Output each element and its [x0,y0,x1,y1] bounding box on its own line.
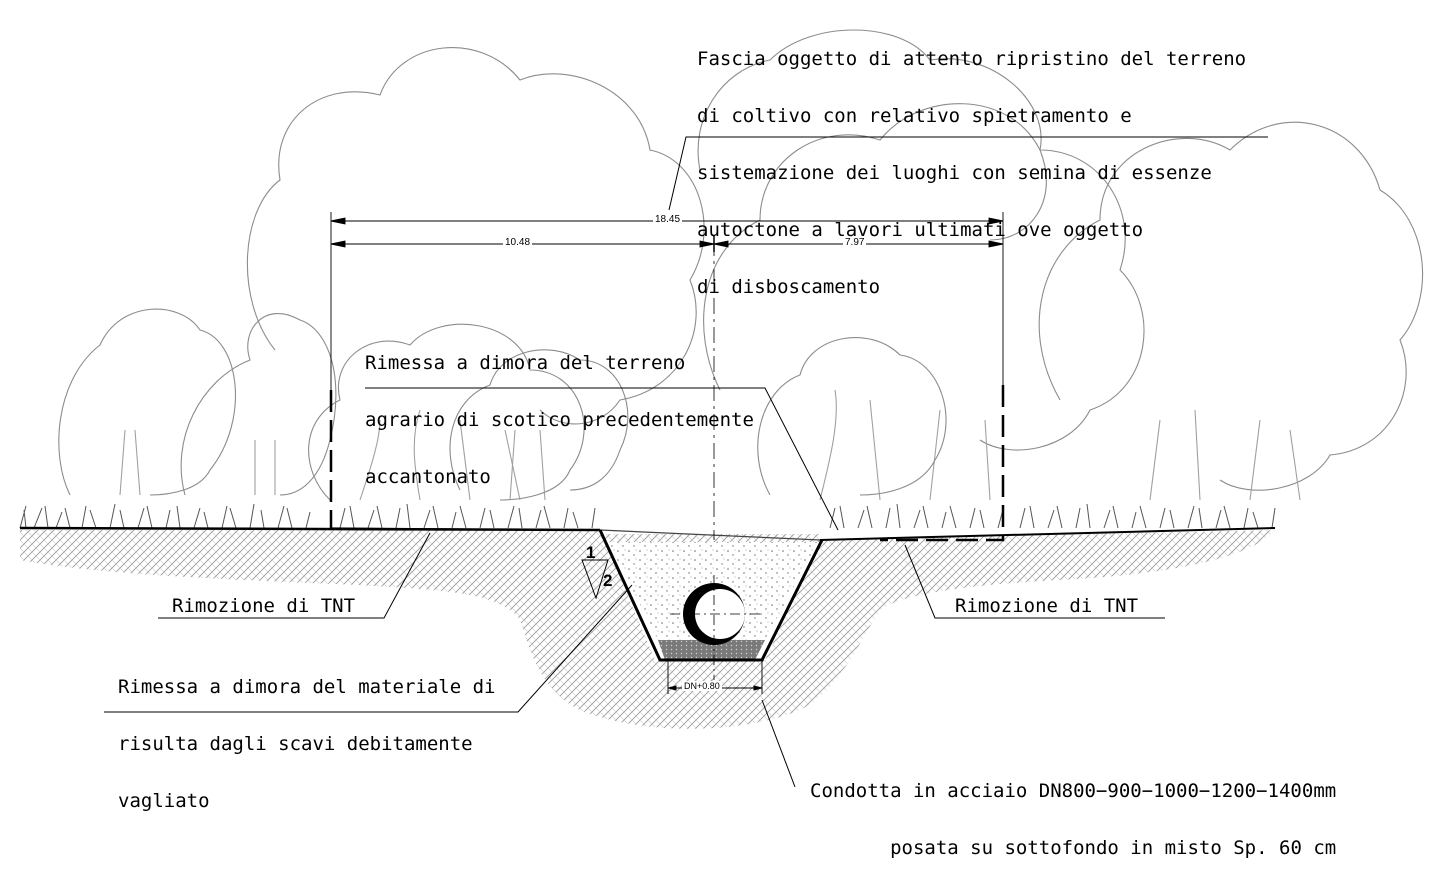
ground-line [19,526,1276,662]
note-fascia-line-2: di coltivo con relativo spietramento e [697,105,1132,127]
tree-top-big [697,29,1047,241]
note-fascia-line-5: di disboscamento [697,276,881,298]
note-rimessa-terreno-line-3: accantonato [365,466,491,488]
note-rimessa-materiale-line-3: vagliato [118,790,210,812]
leader-rimozione-left [158,532,431,619]
tree-right-mid [757,337,947,496]
leader-rimessa-terreno [365,387,839,531]
tree-big-left [246,47,705,425]
bedding-layer [658,640,765,660]
note-rimessa-terreno-line-1: Rimessa a dimora del terreno [365,352,686,374]
note-rimessa-terreno: Rimessa a dimora del terreno agrario di … [365,316,754,506]
note-fascia-line-1: Fascia oggetto di attento ripristino del… [697,48,1247,70]
note-rimessa-materiale: Rimessa a dimora del materiale di risult… [118,640,496,830]
dim-right-label: 7.97 [843,237,867,248]
note-fascia-line-3: sistemazione dei luoghi con semina di es… [697,162,1212,184]
tree-outlines [58,29,1424,501]
leader-lines [104,136,1268,787]
slope-run: 2 [603,571,613,590]
note-condotta-line-2: posata su sottofondo in misto Sp. 60 cm [890,837,1337,859]
trench-outline [598,529,824,662]
note-rimessa-materiale-line-1: Rimessa a dimora del materiale di [118,676,496,698]
grass-tufts [19,503,1276,529]
note-condotta: Condotta in acciaio DN800−900−1000−1200−… [810,744,1336,877]
note-rimessa-terreno-line-2: agrario di scotico precedentemente [365,409,754,431]
restoration-strip-outline [329,385,1005,542]
note-fascia: Fascia oggetto di attento ripristino del… [697,12,1246,316]
tree-left-small [58,308,237,496]
note-rimozione-left: Rimozione di TNT [172,595,356,617]
leader-condotta [761,699,796,787]
tree-left-mid [180,313,337,496]
leader-fascia [668,136,1268,211]
topsoil-strip [604,534,820,542]
dim-total-label: 18.45 [653,214,683,225]
note-fascia-line-4: autoctone a lavori ultimati ove oggetto [697,219,1144,241]
dim-trench-bottom-label: DN+0.80 [682,681,722,691]
note-condotta-line-1: Condotta in acciaio DN800−900−1000−1200−… [810,780,1337,802]
tree-right-big [703,103,1145,451]
slope-symbol [581,559,609,600]
tree-center [449,349,629,491]
note-rimozione-right: Rimozione di TNT [955,595,1139,617]
tree-far-right [1038,121,1424,491]
note-rimessa-materiale-line-2: risulta dagli scavi debitamente [118,733,473,755]
ground-hatch [20,530,1275,729]
dim-left-label: 10.48 [503,237,533,248]
leader-rimessa-materiale [104,584,633,713]
cross-section-drawing [19,29,1424,787]
tree-big-left-lower [308,323,585,501]
leader-rimozione-right [904,544,1165,619]
slope-rise: 1 [586,543,596,562]
steel-pipe [670,575,760,680]
